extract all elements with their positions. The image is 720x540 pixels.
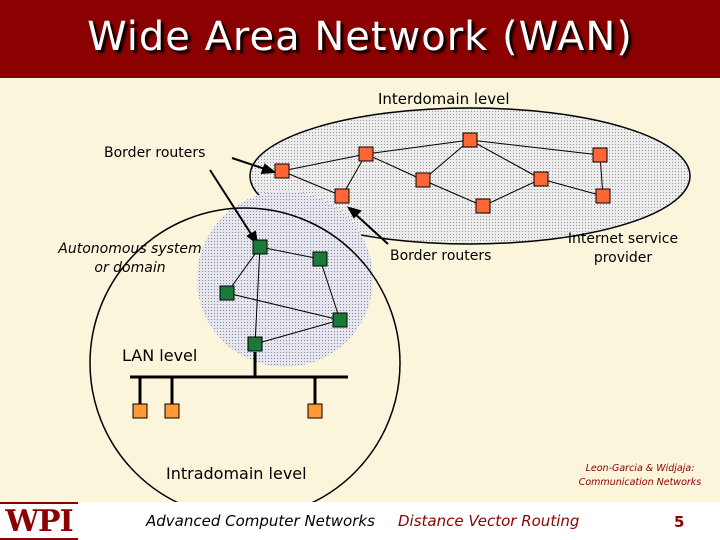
wpi-logo: WPI (5, 504, 73, 539)
credit-line-1: Leon-Garcia & Widjaja: (585, 463, 695, 474)
wpi-logo-frame (0, 502, 78, 540)
page-number: 5 (674, 513, 685, 531)
lan-level-label: LAN level (122, 346, 198, 365)
domain-area (197, 191, 373, 367)
title-bar (0, 0, 720, 78)
autonomous-system-label: Autonomous system or domain (50, 240, 210, 278)
lan-host (132, 403, 148, 419)
domain-router (312, 251, 328, 267)
domain-links (226, 246, 341, 345)
intradomain-label: Intradomain level (166, 464, 307, 483)
border-routers-label-mid: Border routers (390, 248, 492, 264)
isp-links (281, 139, 604, 207)
lan-bus (130, 352, 348, 404)
isp-router (595, 188, 611, 204)
isp-router (462, 132, 478, 148)
lan-host (307, 403, 323, 419)
isp-router (415, 172, 431, 188)
autonomous-line-1: Autonomous system (58, 241, 202, 257)
interdomain-label: Interdomain level (378, 90, 510, 108)
isp-label: Internet service provider (548, 230, 698, 268)
isp-router (334, 188, 350, 204)
credit-citation: Leon-Garcia & Widjaja: Communication Net… (566, 462, 714, 490)
isp-router (274, 163, 290, 179)
autonomous-line-2: or domain (94, 260, 166, 276)
isp-routers (274, 132, 611, 214)
domain-router (332, 312, 348, 328)
footer-course-title: Advanced Computer Networks (146, 512, 375, 530)
isp-router (475, 198, 491, 214)
isp-router (533, 171, 549, 187)
isp-router (358, 146, 374, 162)
credit-line-2: Communication Networks (578, 477, 702, 488)
footer-bar (0, 502, 720, 540)
isp-router (592, 147, 608, 163)
domain-router (219, 285, 235, 301)
isp-line-1: Internet service (567, 231, 679, 247)
isp-line-2: provider (593, 250, 653, 266)
domain-router (252, 239, 268, 255)
border-routers-label-top: Border routers (104, 145, 206, 161)
lan-hosts (132, 403, 323, 419)
lan-host (164, 403, 180, 419)
domain-routers (219, 239, 348, 352)
footer-lecture-title: Distance Vector Routing (398, 512, 580, 530)
slide-title: Wide Area Network (WAN) (87, 14, 633, 60)
domain-router (247, 336, 263, 352)
